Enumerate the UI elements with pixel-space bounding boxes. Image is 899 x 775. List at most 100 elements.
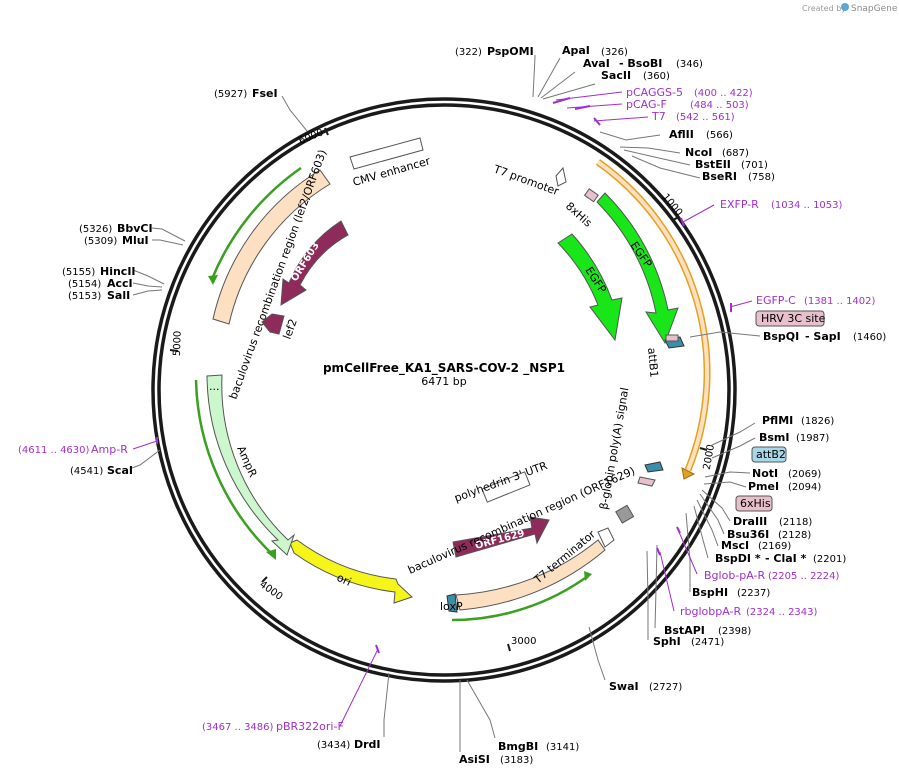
primer-pos-pbr322: (3467 .. 3486) bbox=[202, 722, 274, 733]
t7-terminator-feature[interactable] bbox=[597, 527, 615, 548]
site-pspomi[interactable]: PspOMI bbox=[487, 45, 534, 58]
site-draiii[interactable]: DraIII bbox=[733, 515, 767, 528]
site-bsu36i[interactable]: Bsu36I bbox=[727, 528, 769, 541]
primer-rbglobpar[interactable]: rbglobpA-R bbox=[680, 605, 741, 618]
orange-arc-arrowhead bbox=[681, 467, 696, 480]
site-pos-noti: (2069) bbox=[788, 469, 821, 480]
site-pos-aflii: (566) bbox=[706, 130, 733, 141]
lef2-feature[interactable] bbox=[261, 313, 285, 335]
site-pflmi[interactable]: PflMI bbox=[762, 414, 793, 427]
plasmid-length: 6471 bp bbox=[421, 375, 466, 388]
site-pos-sphi: (2471) bbox=[691, 637, 724, 648]
lef2-direction-line bbox=[210, 166, 302, 280]
site-pos-ncoi: (687) bbox=[722, 148, 749, 159]
site-pos-drdi: (3434) bbox=[317, 740, 350, 751]
site-hincii[interactable]: HincII bbox=[100, 265, 136, 278]
site-leader-lines bbox=[131, 55, 761, 752]
his8-feature[interactable] bbox=[583, 188, 599, 203]
site-noti[interactable]: NotI bbox=[752, 467, 778, 480]
site-pos-acci: (5154) bbox=[68, 279, 101, 290]
attb2-label: attB2 bbox=[756, 448, 786, 461]
attb2-tag[interactable] bbox=[751, 446, 787, 463]
hrv-site-marker[interactable] bbox=[665, 334, 679, 342]
primer-pos-t7: (542 .. 561) bbox=[676, 112, 735, 123]
site-swai[interactable]: SwaI bbox=[609, 680, 639, 693]
hrv-3c-site-tag[interactable] bbox=[755, 310, 825, 327]
site-bsmi[interactable]: BsmI bbox=[759, 431, 790, 444]
site-bsobi[interactable]: - BsoBI bbox=[619, 57, 662, 70]
ori-feature[interactable] bbox=[289, 539, 413, 604]
tick-label-2000: 2000 bbox=[702, 444, 717, 471]
site-pos-bsphi: (2237) bbox=[737, 588, 770, 599]
primer-egfpc[interactable]: EGFP-C bbox=[756, 294, 796, 307]
site-pos-mlui: (5309) bbox=[84, 236, 117, 247]
site-pos-bsteii: (701) bbox=[741, 160, 768, 171]
polyhedrin-utr-feature[interactable] bbox=[481, 471, 531, 503]
primer-pbr322orif[interactable]: pBR322ori-F bbox=[276, 720, 344, 733]
site-bsteii[interactable]: BstEII bbox=[695, 158, 731, 171]
hrv-3c-site-label: HRV 3C site bbox=[761, 312, 826, 325]
site-pmei[interactable]: PmeI bbox=[748, 480, 779, 493]
orf1629-feature[interactable] bbox=[452, 516, 550, 558]
site-pos-bsu36i: (2128) bbox=[778, 530, 811, 541]
bv-region-right-feature[interactable] bbox=[455, 539, 606, 611]
primer-ampr[interactable]: Amp-R bbox=[91, 443, 128, 456]
snapgene-logo-icon bbox=[841, 3, 849, 11]
loxp-label: loxP bbox=[440, 600, 463, 613]
primer-bglobpar[interactable]: Bglob-pA-R bbox=[704, 569, 766, 582]
site-bspqi[interactable]: BspQI bbox=[763, 330, 799, 343]
site-sali[interactable]: SalI bbox=[107, 289, 130, 302]
loxp-feature[interactable] bbox=[446, 593, 458, 613]
site-sacii[interactable]: SacII bbox=[601, 69, 631, 82]
site-avai[interactable]: AvaI bbox=[583, 57, 610, 70]
site-clai[interactable]: - ClaI * bbox=[765, 552, 807, 565]
site-sphi[interactable]: SphI bbox=[653, 635, 681, 648]
t7-promoter-feature[interactable] bbox=[555, 166, 567, 187]
site-pos-bspqi: (1460) bbox=[853, 332, 886, 343]
orf603-feature[interactable] bbox=[280, 220, 349, 306]
site-fsei[interactable]: FseI bbox=[252, 87, 278, 100]
site-pos-pflmi: (1826) bbox=[801, 416, 834, 427]
site-pos-fsei: (5927) bbox=[214, 89, 247, 100]
site-bsphi[interactable]: BspHI bbox=[692, 586, 728, 599]
his6-feature[interactable] bbox=[637, 476, 656, 487]
site-pos-bstapi: (2398) bbox=[718, 626, 751, 637]
site-pos-pmei: (2094) bbox=[788, 482, 821, 493]
site-sapi[interactable]: - SapI bbox=[805, 330, 841, 343]
site-bmgbi[interactable]: BmgBI bbox=[498, 740, 538, 753]
primer-t7[interactable]: T7 bbox=[651, 110, 666, 123]
site-mlui[interactable]: MluI bbox=[122, 234, 149, 247]
cmv-enhancer-feature[interactable] bbox=[349, 137, 424, 170]
site-acci[interactable]: AccI bbox=[107, 277, 133, 290]
site-apai[interactable]: ApaI bbox=[562, 44, 590, 57]
primer-pos-egfpc: (1381 .. 1402) bbox=[804, 296, 876, 307]
site-pos-avai: (346) bbox=[676, 59, 703, 70]
egfp-inner-feature[interactable] bbox=[557, 233, 623, 342]
site-drdi[interactable]: DrdI bbox=[354, 738, 381, 751]
site-aflii[interactable]: AflII bbox=[669, 128, 694, 141]
attb2-feature[interactable] bbox=[644, 461, 664, 473]
site-bspdi[interactable]: BspDI * bbox=[715, 552, 761, 565]
primer-pos-bglobpar: (2205 .. 2224) bbox=[768, 571, 840, 582]
bglobin-polya-feature[interactable] bbox=[615, 504, 635, 524]
his6-tag[interactable] bbox=[735, 495, 773, 512]
primer-pcagf[interactable]: pCAG-F bbox=[626, 98, 667, 111]
site-bbvci[interactable]: BbvCI bbox=[117, 222, 153, 235]
site-msci[interactable]: MscI bbox=[721, 539, 749, 552]
egfp-outer-feature[interactable] bbox=[596, 192, 679, 345]
site-pos-msci: (2169) bbox=[758, 541, 791, 552]
site-pos-pspomi: (322) bbox=[455, 47, 482, 58]
primer-pos-pcaggs5: (400 .. 422) bbox=[694, 88, 753, 99]
site-asisi[interactable]: AsiSI bbox=[459, 753, 490, 766]
site-scai[interactable]: ScaI bbox=[107, 464, 133, 477]
primer-pcaggs5[interactable]: pCAGGS-5 bbox=[626, 86, 683, 99]
primer-exfpr[interactable]: EXFP-R bbox=[720, 198, 759, 211]
bv-region-left-feature[interactable] bbox=[212, 169, 331, 325]
primer-pos-rbglobpar: (2324 .. 2343) bbox=[746, 607, 818, 618]
ampr-dots-label: ... bbox=[209, 380, 220, 393]
ampr-feature[interactable] bbox=[206, 374, 296, 556]
site-ncoi[interactable]: NcoI bbox=[685, 146, 712, 159]
site-bseri[interactable]: BseRI bbox=[702, 170, 737, 183]
site-bstapi[interactable]: BstAPI bbox=[664, 624, 705, 637]
